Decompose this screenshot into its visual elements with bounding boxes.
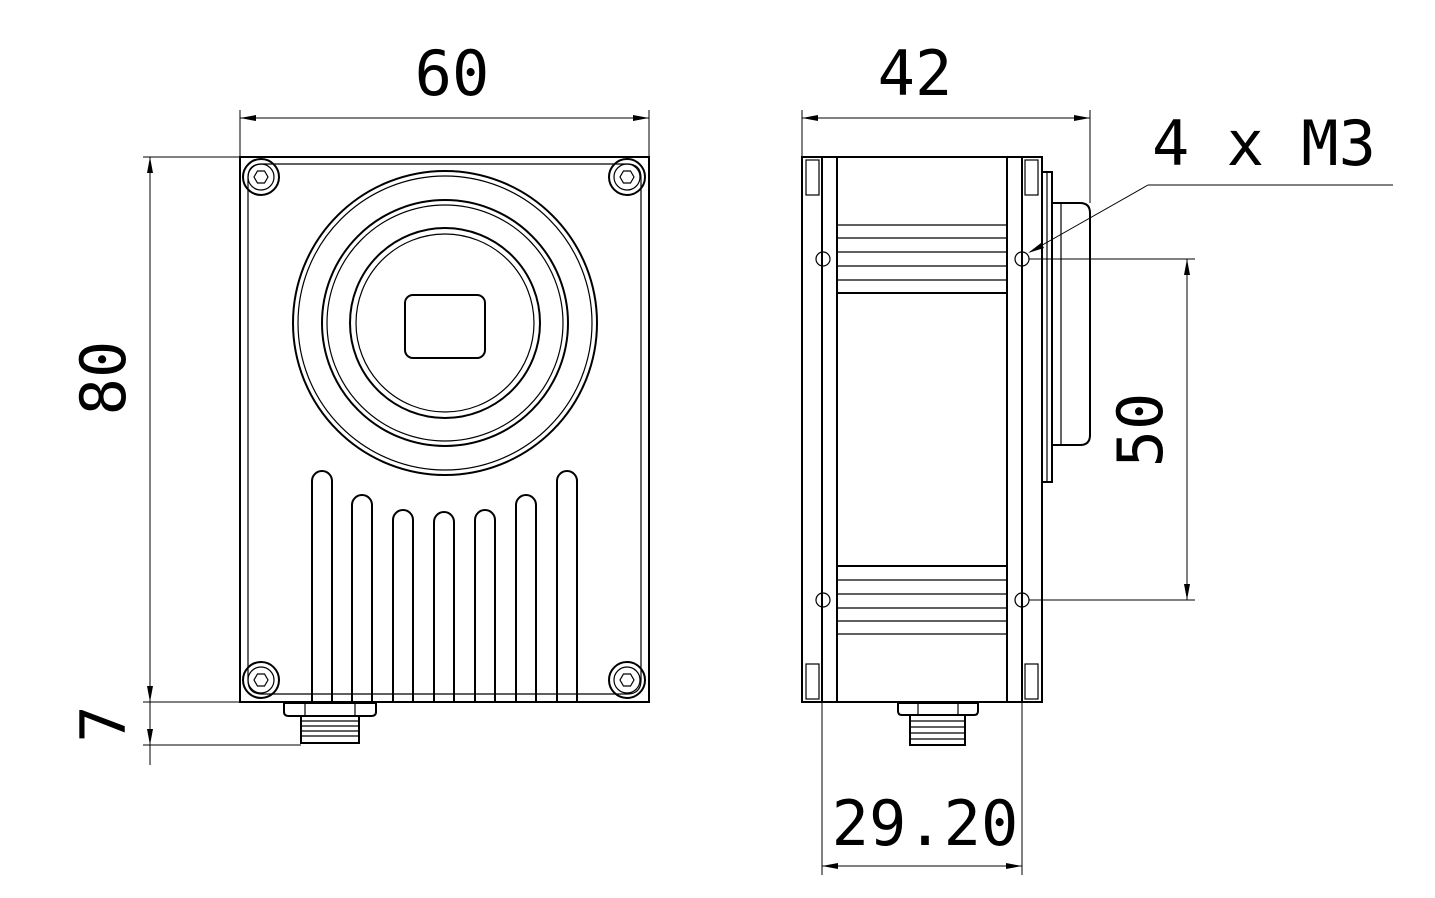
mount-holes-label: 4 x M3 [1152,107,1376,180]
front-view [239,156,650,744]
side-grooves-upper [837,224,1007,294]
side-grooves-lower [837,565,1007,635]
front-width-label: 60 [415,37,490,110]
dim-mount-spacing: 50 [1029,258,1195,601]
lens-mount [292,170,598,476]
front-connector [283,702,377,744]
front-height-label: 80 [67,341,140,416]
front-inner-outline [247,163,642,695]
connector-length-label: 7 [67,705,140,742]
side-corner-block-tr [1024,159,1039,196]
side-m3-hole-bottom-left [815,592,831,608]
side-depth-label: 42 [878,37,953,110]
dim-connector-length: 7 [67,702,301,765]
side-connector [897,702,979,746]
front-corner-screw-top-right [608,158,646,196]
connector-offset-label: 29.20 [832,787,1019,860]
side-corner-block-bl [805,663,820,700]
cooling-fins [311,470,578,702]
dim-mount-holes-leader: 4 x M3 [1028,107,1393,253]
front-corner-screw-bottom-left [242,661,280,699]
image-sensor [404,294,486,359]
front-corner-screw-bottom-right [608,661,646,699]
mount-spacing-label: 50 [1104,393,1177,468]
dim-front-height: 80 [67,156,284,703]
side-corner-block-br [1024,663,1039,700]
side-m3-hole-top-left [815,251,831,267]
side-lens-mount [1041,171,1091,483]
dim-connector-offset: 29.20 [821,702,1023,875]
side-view [801,156,1091,746]
side-corner-block-tl [805,159,820,196]
front-corner-screw-top-left [242,158,280,196]
front-housing-outline [239,156,650,703]
dim-side-depth: 42 [801,37,1091,203]
dim-front-width: 60 [239,37,650,157]
